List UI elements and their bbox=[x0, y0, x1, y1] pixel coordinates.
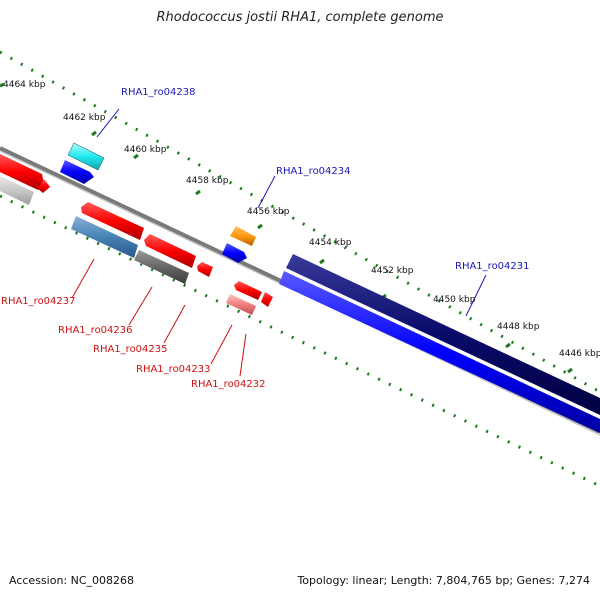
scale-label: 4464 kbp bbox=[3, 80, 46, 90]
reverse-gene-left-arrow bbox=[38, 179, 50, 193]
inner-tick-track bbox=[0, 194, 600, 488]
reverse-gene-ro04233 bbox=[234, 281, 262, 300]
reverse-gene-left-red bbox=[0, 154, 44, 190]
gene-label-ro04233[interactable]: RHA1_ro04233 bbox=[136, 364, 211, 375]
map-title: Rhodococcus jostii RHA1, complete genome bbox=[156, 10, 444, 25]
scale-label: 4454 kbp bbox=[309, 238, 352, 248]
scale-label: 4456 kbp bbox=[247, 207, 290, 217]
scale-label: 4448 kbp bbox=[497, 322, 540, 332]
forward-gene-blue-small bbox=[222, 243, 247, 263]
reverse-gene-labels: RHA1_ro04237 RHA1_ro04236 RHA1_ro04235 R… bbox=[1, 296, 266, 390]
gene-label-ro04236[interactable]: RHA1_ro04236 bbox=[58, 325, 133, 336]
scale-label: 4460 kbp bbox=[124, 145, 167, 155]
gene-label-ro04234[interactable]: RHA1_ro04234 bbox=[276, 166, 351, 177]
reverse-gene-ro04235-gray bbox=[134, 250, 189, 284]
genome-stats-text: Topology: linear; Length: 7,804,765 bp; … bbox=[297, 574, 590, 587]
reverse-gene-ro04236 bbox=[71, 216, 138, 258]
forward-gene-small-blue bbox=[60, 160, 94, 184]
gene-label-ro04238[interactable]: RHA1_ro04238 bbox=[121, 87, 196, 98]
reverse-gene-ro04237 bbox=[81, 202, 144, 240]
gene-label-ro04232[interactable]: RHA1_ro04232 bbox=[191, 379, 266, 390]
forward-gene-ro04238 bbox=[67, 142, 105, 171]
scale-labels: 4464 kbp 4462 kbp 4460 kbp 4458 kbp 4456… bbox=[3, 80, 600, 359]
reverse-gene-ro04232 bbox=[226, 294, 256, 315]
forward-gene-ro04234 bbox=[230, 226, 256, 246]
major-ticks bbox=[0, 82, 573, 374]
gene-label-ro04235[interactable]: RHA1_ro04235 bbox=[93, 344, 168, 355]
scale-label: 4452 kbp bbox=[371, 266, 414, 276]
reverse-gene-left-gray bbox=[0, 176, 34, 205]
scale-label: 4446 kbp bbox=[559, 349, 600, 359]
accession-text: Accession: NC_008268 bbox=[9, 574, 135, 587]
leader-lines bbox=[71, 108, 487, 377]
reverse-gene-ro04233-arrow bbox=[261, 292, 273, 307]
gene-label-ro04237[interactable]: RHA1_ro04237 bbox=[1, 296, 76, 307]
reverse-gene-ro04235-red bbox=[144, 234, 196, 268]
gene-label-ro04231[interactable]: RHA1_ro04231 bbox=[455, 261, 530, 272]
scale-label: 4450 kbp bbox=[433, 295, 476, 305]
forward-gene-ro04231-blue bbox=[279, 271, 600, 433]
scale-label: 4462 kbp bbox=[63, 113, 106, 123]
forward-gene-labels: RHA1_ro04238 RHA1_ro04234 RHA1_ro04231 bbox=[121, 87, 530, 272]
reverse-gene-small-arrow bbox=[197, 262, 213, 277]
outer-tick-track bbox=[0, 50, 600, 394]
forward-gene-ro04231-navy bbox=[286, 254, 600, 415]
scale-label: 4458 kbp bbox=[186, 176, 229, 186]
